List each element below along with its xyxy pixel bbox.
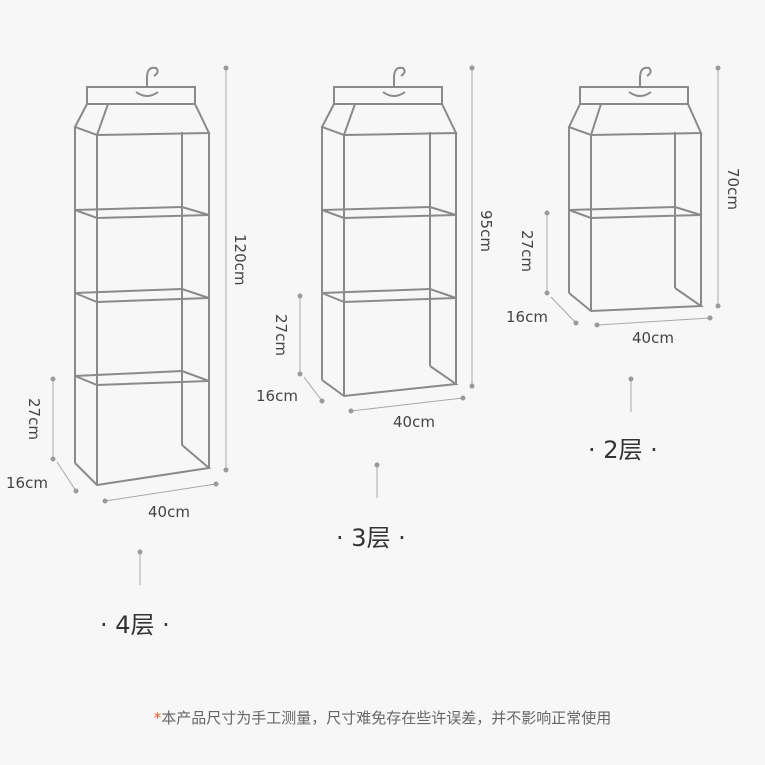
tier-label: · 4层 · [100,611,170,639]
note-text: 本产品尺寸为手工测量，尺寸难免存在些许误差，并不影响正常使用 [161,709,612,727]
depth-dimension-line [56,461,77,492]
width-dimension-line [350,397,464,412]
depth-dimension-line [550,296,577,324]
organizer-2-frame [567,66,705,313]
shelf-height-label: 27cm [25,398,43,440]
organizer-2-tier: 70cm 27cm 16cm 40cm · 2层 · [506,65,742,464]
measurement-note: *本产品尺寸为手工测量，尺寸难免存在些许误差，并不影响正常使用 [0,707,765,728]
depth-label: 16cm [6,474,48,492]
depth-dimension-line [303,376,323,402]
height-label: 120cm [231,234,249,286]
hanger-hook-icon [639,66,652,88]
width-label: 40cm [148,503,190,521]
organizer-4-tier: 120cm 27cm 16cm 40cm · 4层 · [6,65,249,639]
depth-label: 16cm [506,308,548,326]
width-label: 40cm [393,413,435,431]
depth-label: 16cm [256,387,298,405]
width-label: 40cm [632,329,674,347]
organizer-4-frame [73,66,212,487]
width-dimension-line [596,317,711,326]
tier-label: · 2层 · [588,436,658,464]
organizer-3-tier: 95cm 27cm 16cm 40cm · 3层 · [256,65,495,552]
shelf-height-label: 27cm [272,314,290,356]
tier-label: · 3层 · [336,524,406,552]
height-label: 70cm [724,168,742,210]
hanger-hook-icon [393,66,406,88]
width-dimension-line [104,483,217,502]
shelf-height-label: 27cm [518,230,536,272]
organizer-3-frame [320,66,459,398]
height-label: 95cm [477,210,495,252]
hanger-hook-icon [146,66,159,88]
note-star: * [153,709,162,727]
